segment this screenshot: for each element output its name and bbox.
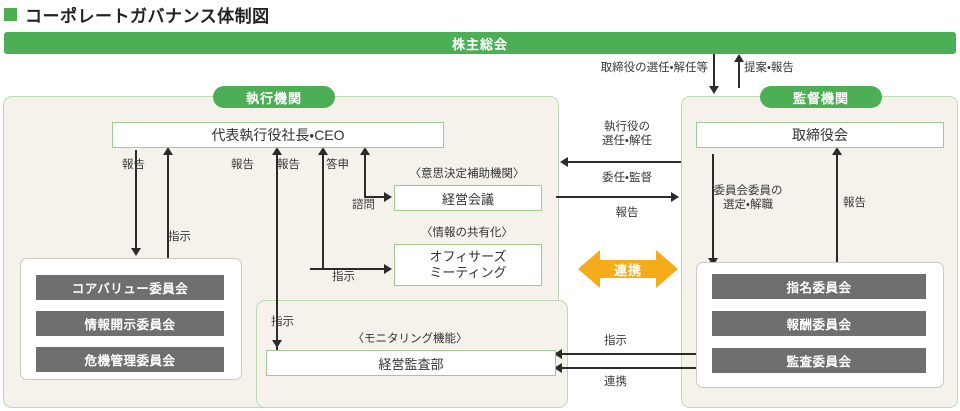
committee-risk-management: 危機管理委員会 — [36, 347, 224, 372]
arrowhead-instruct-monitor — [272, 340, 282, 348]
management-meeting-label: 経営会議 — [441, 191, 494, 207]
arrowhead-report-committees — [163, 147, 173, 155]
line-report-officers — [322, 154, 324, 269]
caption-information-sharing: 〈情報の共有化〉 — [421, 227, 513, 239]
management-audit-dept-label: 経営監査部 — [378, 356, 444, 372]
label-report-2: 報告 — [231, 159, 254, 171]
board-of-directors-box: 取締役会 — [696, 122, 944, 148]
link-arrow-coordination: 連携 — [578, 248, 678, 290]
line-report-monitor — [276, 154, 278, 364]
label-answer: 答申 — [326, 159, 349, 171]
arrowhead-gm-to-board — [709, 86, 719, 94]
label-instruct-bottom: 指示 — [604, 335, 627, 347]
ceo-box: 代表執行役社長・CEO — [112, 122, 444, 148]
arrowhead-board-to-gm — [734, 54, 744, 62]
committee-disclosure: 情報開示委員会 — [36, 311, 224, 336]
title-square-icon — [4, 8, 17, 21]
line-appoint-executives — [568, 161, 681, 163]
committee-risk-management-label: 危機管理委員会 — [84, 354, 176, 368]
label-director-appointment: 取締役の選任・解任等 — [600, 62, 708, 74]
line-report-officers-h — [322, 268, 390, 270]
label-report-1: 報告 — [122, 159, 145, 171]
caption-monitoring-function: 〈モニタリング機能〉 — [352, 333, 468, 345]
line-report-to-board — [836, 154, 838, 266]
committee-audit-label: 監査委員会 — [786, 355, 852, 369]
arrowhead-report-exec-to-board — [671, 192, 679, 202]
committee-nomination-label: 指名委員会 — [786, 281, 852, 295]
line-report-exec-to-board — [556, 196, 673, 198]
line-instruct-officers — [310, 268, 324, 270]
arrowhead-appoint-executives — [560, 157, 568, 167]
link-arrow-label: 連携 — [613, 262, 642, 278]
arrowhead-report-officers — [318, 147, 328, 155]
shareholders-meeting-label: 株主総会 — [451, 36, 508, 52]
board-of-directors-label: 取締役会 — [792, 127, 848, 143]
arrowhead-answer — [360, 147, 370, 155]
ceo-label: 代表執行役社長・CEO — [211, 127, 345, 143]
shareholders-meeting-bar: 株主総会 — [4, 32, 956, 54]
label-appoint-executives: 執行役の 選任・解任 — [602, 121, 652, 148]
line-link-bottom — [562, 367, 712, 369]
officers-meeting-label: オフィサーズ ミーティング — [429, 248, 507, 280]
label-instruct-committees: 指示 — [168, 231, 191, 243]
line-instruct-bottom — [562, 353, 712, 355]
line-select-members — [712, 154, 714, 266]
officers-meeting-box: オフィサーズ ミーティング — [394, 244, 542, 286]
title-text: コーポレートガバナンス体制図 — [25, 7, 270, 26]
label-report-center: 報告 — [615, 207, 639, 219]
arrowhead-instruct-committees — [131, 248, 141, 256]
arrowhead-report-monitor — [272, 147, 282, 155]
label-report-board: 報告 — [843, 197, 866, 209]
label-report-3: 報告 — [277, 159, 300, 171]
executive-pill-label: 執行機関 — [245, 90, 302, 106]
supervisory-panel-pill: 監督機関 — [760, 86, 882, 108]
arrowhead-consult — [384, 192, 392, 202]
arrowhead-instruct-officers — [384, 264, 392, 274]
page-title: コーポレートガバナンス体制図 — [4, 2, 270, 27]
committee-compensation-label: 報酬委員会 — [786, 318, 852, 332]
line-consult — [364, 154, 366, 197]
management-meeting-box: 経営会議 — [394, 185, 542, 211]
label-consult: 諮問 — [352, 199, 375, 211]
caption-decision-support: 〈意思決定補助機関〉 — [409, 168, 525, 180]
line-report-committees — [167, 154, 169, 259]
link-arrow-icon — [578, 250, 678, 288]
label-link-bottom: 連携 — [604, 376, 627, 388]
committee-disclosure-label: 情報開示委員会 — [84, 318, 176, 332]
executive-panel-pill: 執行機関 — [213, 86, 335, 108]
committee-compensation: 報酬委員会 — [712, 311, 926, 336]
label-instruct-officers: 指示 — [332, 271, 355, 283]
committee-core-value-label: コアバリュー委員会 — [71, 282, 189, 296]
label-delegate-supervise: 委任・監督 — [602, 172, 652, 184]
line-board-to-gm — [738, 58, 740, 88]
line-gm-to-board — [713, 54, 715, 88]
label-instruct-monitor: 指示 — [271, 316, 294, 328]
arrowhead-report-to-board — [832, 147, 842, 155]
arrowhead-instruct-bottom — [554, 349, 562, 359]
label-select-members: 委員会委員の 選定・解職 — [713, 185, 783, 212]
committee-nomination: 指名委員会 — [712, 274, 926, 299]
management-audit-dept-box: 経営監査部 — [266, 350, 556, 376]
supervisory-pill-label: 監督機関 — [792, 90, 849, 106]
line-consult-h — [364, 196, 390, 198]
line-instruct-committees — [135, 150, 137, 250]
label-proposal-report: 提案・報告 — [744, 62, 794, 74]
committee-core-value: コアバリュー委員会 — [36, 275, 224, 300]
arrowhead-link-bottom-left — [554, 363, 562, 373]
committee-audit: 監査委員会 — [712, 348, 926, 373]
